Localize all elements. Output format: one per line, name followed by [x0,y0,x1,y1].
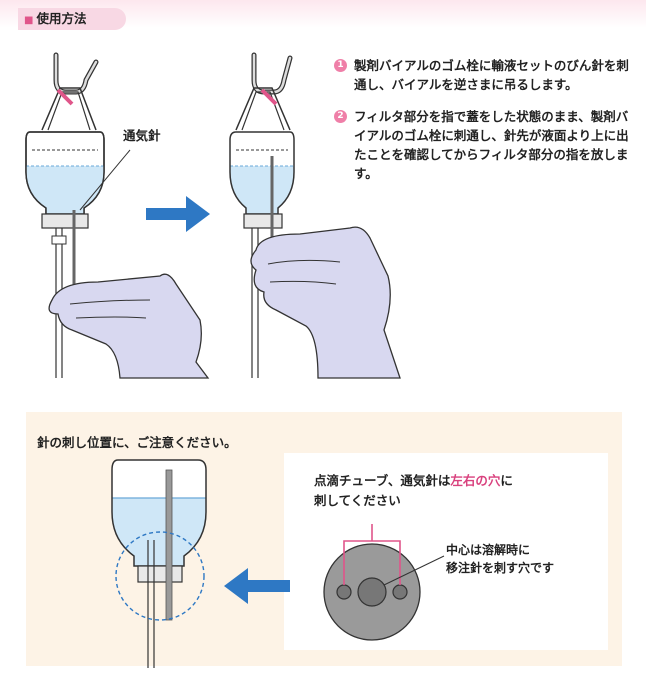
section-title: 使用方法 [36,11,87,26]
note-line: 移注針を刺す穴です [446,561,555,575]
hole-instruction: 点滴チューブ、通気針は左右の穴に 刺してください [314,471,513,511]
caution-vial [111,459,207,668]
step-list: 1 製剤バイアルのゴム栓に輸液セットのびん針を刺通し、バイアルを逆さまに吊るしま… [334,56,634,196]
instruction-text: 点滴チューブ、通気針は [314,473,451,488]
square-bullet-icon: ■ [24,15,34,26]
stopper-diagram [323,524,445,641]
step-text: 製剤バイアルのゴム栓に輸液セットのびん針を刺通し、バイアルを逆さまに吊るします。 [354,58,629,92]
figure2-hand [250,226,401,379]
step-number-badge: 1 [334,59,347,72]
instruction-text: に [500,473,513,488]
step-text: フィルタ部分を指で蓋をした状態のまま、製剤バイアルのゴム栓に刺通し、針先が液面よ… [354,109,629,181]
note-line: 中心は溶解時に [446,543,531,557]
vent-needle-label: 通気針 [123,128,161,143]
step-number-badge: 2 [334,110,347,123]
figure1-vial [25,52,131,378]
caution-title: 針の刺し位置に、ご注意ください。 [37,435,237,450]
left-arrow-icon [224,568,290,604]
step-item: 2 フィルタ部分を指で蓋をした状態のまま、製剤バイアルのゴム栓に刺通し、針先が液… [334,107,634,183]
section-tab: ■使用方法 [18,8,126,30]
instruction-text: 刺してください [314,493,401,508]
highlight-text: 左右の穴 [450,473,501,488]
step-item: 1 製剤バイアルのゴム栓に輸液セットのびん針を刺通し、バイアルを逆さまに吊るしま… [334,56,634,94]
center-hole-note: 中心は溶解時に 移注針を刺す穴です [446,541,554,577]
right-arrow-icon [146,196,210,232]
figure1-hand [48,273,210,379]
